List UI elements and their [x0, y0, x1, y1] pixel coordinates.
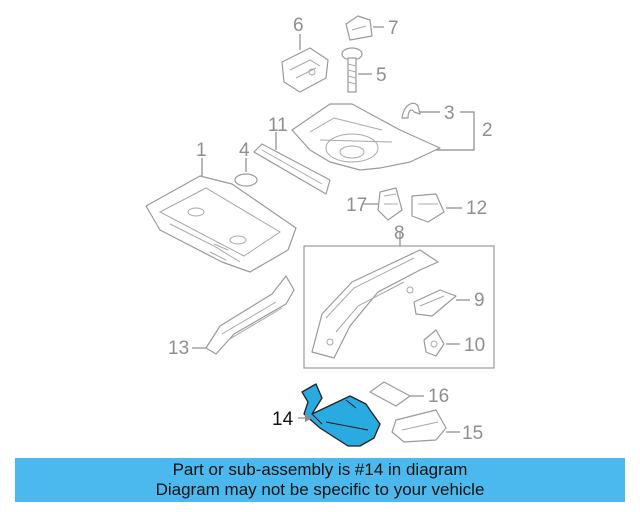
part-6-bracket[interactable] [281, 47, 329, 93]
part-3-clip[interactable] [401, 102, 421, 119]
info-banner: Part or sub-assembly is #14 in diagram D… [15, 458, 625, 502]
callout-13[interactable]: 13 [168, 338, 189, 359]
callout-4[interactable]: 4 [239, 140, 250, 161]
callout-6[interactable]: 6 [293, 15, 304, 36]
callout-5[interactable]: 5 [376, 65, 387, 86]
callout-7[interactable]: 7 [388, 18, 399, 39]
callout-17[interactable]: 17 [346, 195, 367, 216]
part-17-bracket[interactable] [377, 187, 403, 221]
banner-line-1: Part or sub-assembly is #14 in diagram [172, 460, 468, 479]
part-15-bracket[interactable] [391, 409, 447, 443]
parts-diagram: 6 7 5 3 2 11 4 [145, 15, 495, 447]
part-1-rear-floor-pan[interactable] [145, 175, 297, 273]
callout-10[interactable]: 10 [464, 335, 485, 356]
callout-16[interactable]: 16 [428, 386, 449, 407]
callout-14[interactable]: 14 [272, 409, 294, 430]
part-10-bracket[interactable] [423, 329, 445, 357]
part-5-bolt[interactable] [341, 47, 363, 93]
callout-8[interactable]: 8 [394, 223, 405, 244]
callout-2[interactable]: 2 [482, 120, 493, 141]
sub-assembly-box-8 [303, 245, 495, 369]
callout-15[interactable]: 15 [462, 423, 483, 444]
part-16-bracket[interactable] [369, 381, 411, 407]
callout-3[interactable]: 3 [444, 103, 455, 124]
part-7-cap[interactable] [345, 15, 373, 41]
part-4-grommet[interactable] [234, 173, 258, 187]
callout-11[interactable]: 11 [268, 115, 288, 136]
part-12-bracket[interactable] [411, 193, 445, 223]
banner-line-2: Diagram may not be specific to your vehi… [155, 480, 485, 499]
part-2-spare-tire-pan[interactable] [291, 103, 441, 171]
callout-1[interactable]: 1 [196, 140, 207, 161]
part-11-rail[interactable] [253, 143, 331, 195]
part-8-side-rail[interactable] [311, 249, 439, 359]
part-13-extension[interactable] [205, 275, 295, 355]
part-9-reinforcement[interactable] [413, 289, 457, 317]
callout-9[interactable]: 9 [474, 290, 485, 311]
part-14-highlighted[interactable] [301, 383, 381, 447]
callout-12[interactable]: 12 [466, 198, 487, 219]
